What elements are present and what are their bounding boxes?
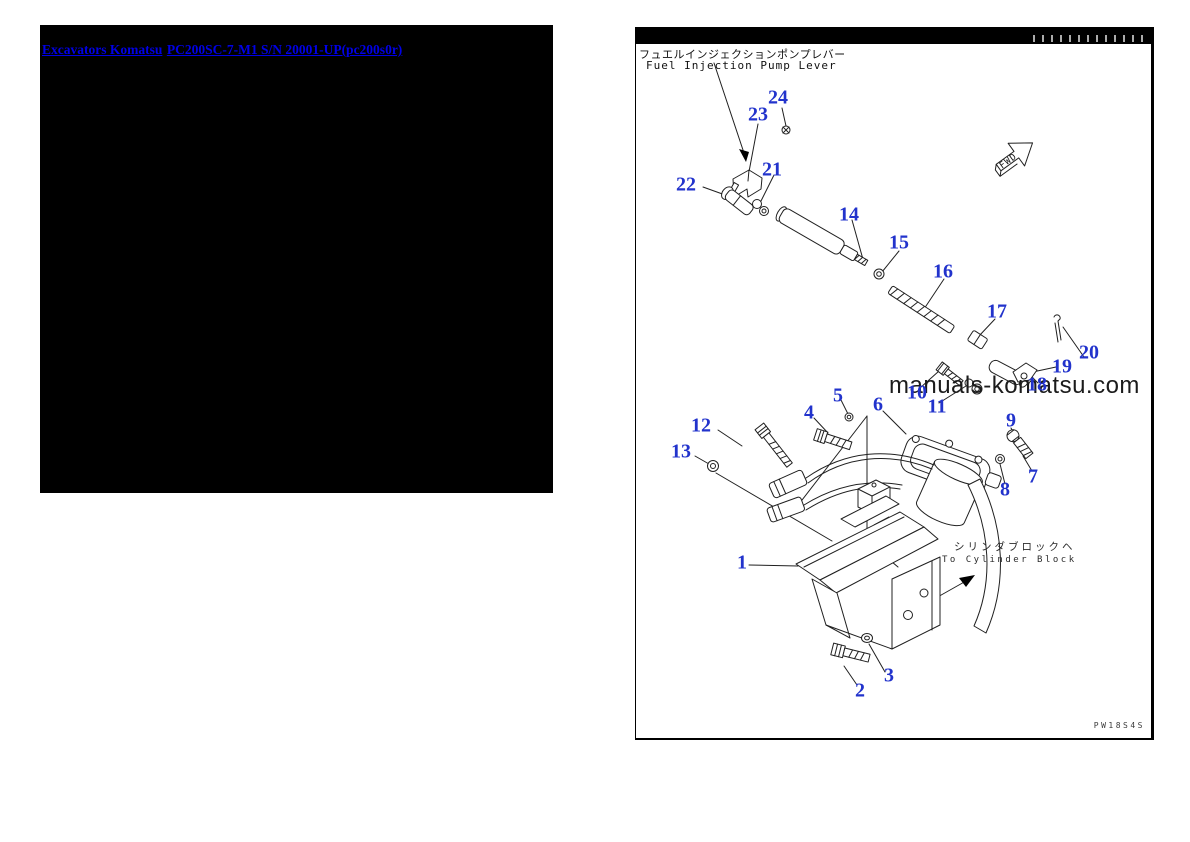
callout-23[interactable]: 23 bbox=[748, 103, 768, 126]
exploded-view-drawing: FWD bbox=[694, 62, 1085, 686]
part-washer-5 bbox=[844, 412, 854, 422]
part-bolt-10 bbox=[935, 361, 964, 386]
part-rod-end-22 bbox=[721, 182, 754, 216]
cylinder-block-label-jp: シリンダブロックヘ bbox=[954, 541, 1076, 553]
part-bolt-7-9 bbox=[1006, 429, 1034, 460]
diagram-title-jp: フュエルインジェクションポンプレバー bbox=[639, 48, 846, 61]
callout-24[interactable]: 24 bbox=[768, 86, 788, 109]
part-bolt-4 bbox=[813, 428, 853, 451]
callout-8[interactable]: 8 bbox=[1000, 478, 1010, 501]
fwd-arrow-icon: FWD bbox=[994, 142, 1034, 177]
parts-diagram-panel: フュエルインジェクションポンプレバー Fuel Injection Pump L… bbox=[635, 27, 1154, 740]
callout-22[interactable]: 22 bbox=[676, 173, 696, 196]
callout-12[interactable]: 12 bbox=[691, 414, 711, 437]
left-black-panel: Excavators Komatsu PC200SC-7-M1 S/N 2000… bbox=[40, 25, 553, 493]
part-nut-15 bbox=[873, 268, 885, 280]
callout-4[interactable]: 4 bbox=[804, 401, 814, 424]
topbar-tick-marks bbox=[1033, 35, 1145, 42]
callout-7[interactable]: 7 bbox=[1028, 465, 1038, 488]
breadcrumb-link-model[interactable]: PC200SC-7-M1 S/N 20001-UP(pc200s0r) bbox=[166, 42, 403, 57]
callout-19[interactable]: 19 bbox=[1052, 355, 1072, 378]
callout-11[interactable]: 11 bbox=[927, 395, 947, 418]
callout-3[interactable]: 3 bbox=[884, 664, 894, 687]
drawing-number: PW18S4S bbox=[1093, 721, 1145, 730]
part-nut-13 bbox=[707, 460, 719, 472]
part-wiring bbox=[803, 453, 935, 511]
part-washer-8 bbox=[995, 454, 1005, 464]
panel-top-border bbox=[636, 27, 1151, 44]
leader-lines bbox=[694, 62, 1085, 686]
callout-10[interactable]: 10 bbox=[907, 381, 927, 404]
callout-5[interactable]: 5 bbox=[833, 384, 843, 407]
diagram-title-en: Fuel Injection Pump Lever bbox=[646, 59, 837, 72]
part-yoke-18 bbox=[1012, 362, 1038, 383]
part-nut-21 bbox=[752, 199, 769, 216]
part-washers-11 bbox=[964, 378, 983, 395]
callout-18[interactable]: 18 bbox=[1027, 373, 1047, 396]
callout-17[interactable]: 17 bbox=[987, 300, 1007, 323]
callout-1[interactable]: 1 bbox=[737, 551, 747, 574]
callout-9[interactable]: 9 bbox=[1006, 409, 1016, 432]
callout-13[interactable]: 13 bbox=[671, 440, 691, 463]
part-connectors bbox=[766, 469, 808, 523]
callout-21[interactable]: 21 bbox=[762, 158, 782, 181]
part-rod-14 bbox=[775, 206, 869, 267]
breadcrumb: Excavators Komatsu PC200SC-7-M1 S/N 2000… bbox=[40, 25, 553, 58]
part-washer-3 bbox=[861, 633, 873, 643]
watermark: manuals-komatsu.com bbox=[889, 372, 1140, 399]
part-nut-17 bbox=[967, 330, 988, 350]
part-nut-24 bbox=[781, 125, 791, 135]
part-bolt-2 bbox=[830, 642, 871, 663]
callout-2[interactable]: 2 bbox=[855, 679, 865, 702]
cylinder-block-label-en: To Cylinder Block bbox=[942, 555, 1077, 565]
part-mount-band bbox=[967, 478, 1001, 634]
callout-20[interactable]: 20 bbox=[1079, 341, 1099, 364]
callout-6[interactable]: 6 bbox=[873, 393, 883, 416]
part-cotter-pin-20 bbox=[1053, 314, 1062, 343]
breadcrumb-link-excavators-komatsu[interactable]: Excavators Komatsu bbox=[42, 42, 163, 57]
part-rod-16 bbox=[888, 285, 955, 334]
callout-15[interactable]: 15 bbox=[889, 231, 909, 254]
part-canister bbox=[915, 458, 983, 527]
callout-14[interactable]: 14 bbox=[839, 203, 859, 226]
part-bracket-assembly-1 bbox=[795, 495, 941, 650]
part-bolt-12 bbox=[754, 422, 793, 468]
callout-16[interactable]: 16 bbox=[933, 260, 953, 283]
